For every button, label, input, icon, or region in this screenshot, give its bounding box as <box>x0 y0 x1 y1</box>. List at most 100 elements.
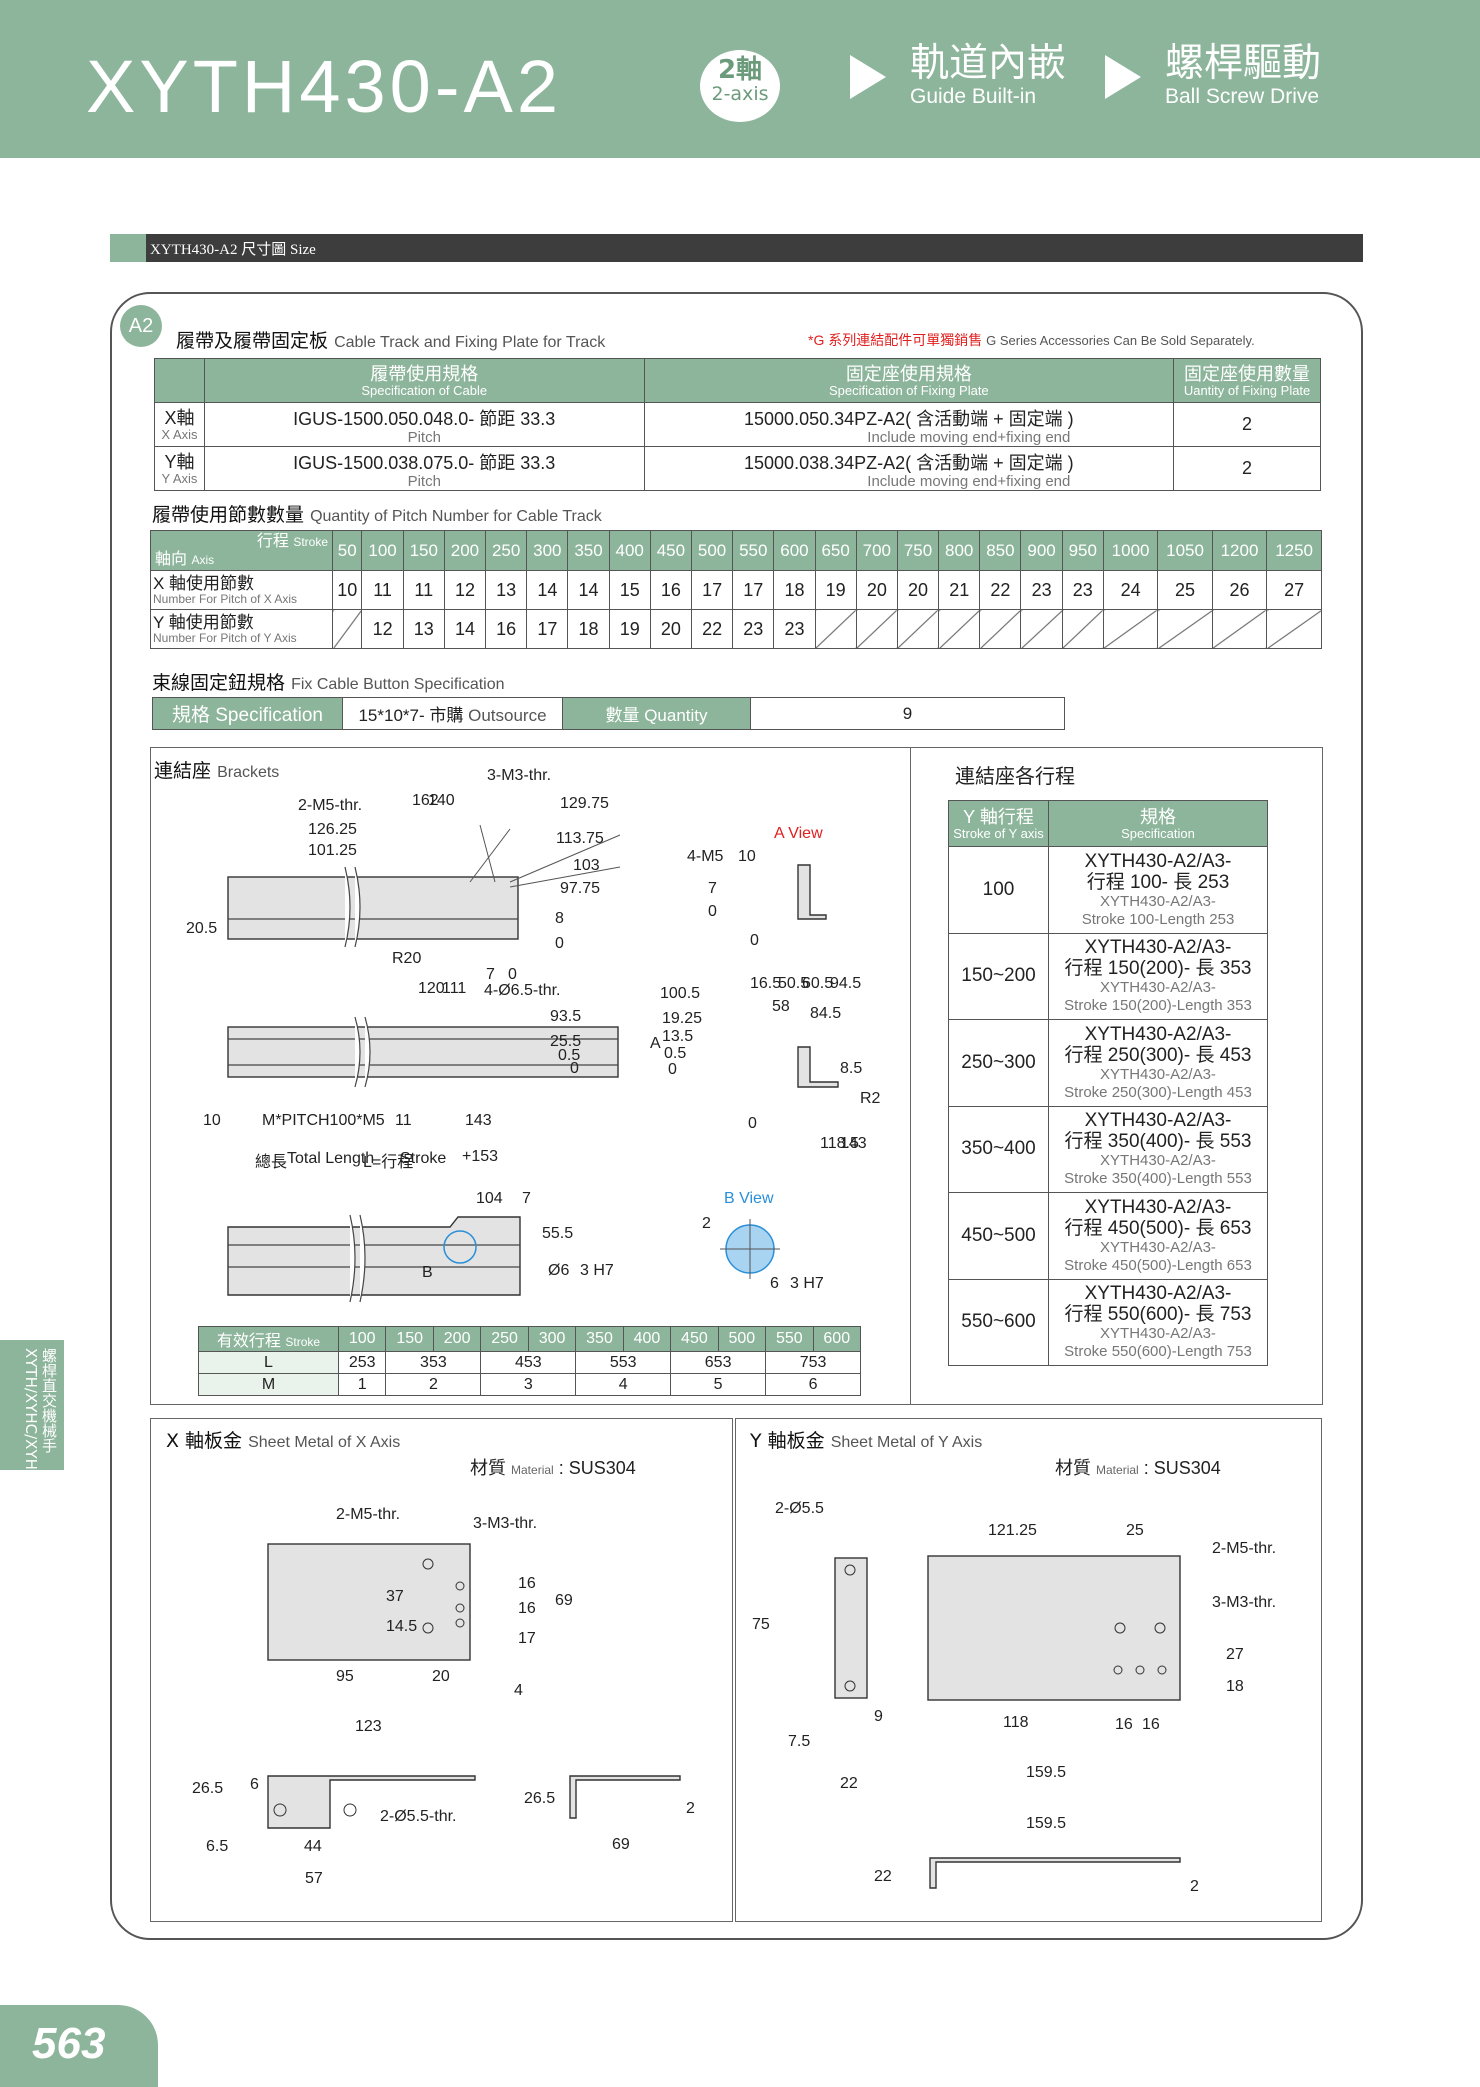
size-bar: XYTH430-A2 尺寸圖 Size <box>110 234 1363 262</box>
dimension-label: 126.25 <box>308 821 357 838</box>
side-tab[interactable]: 螺桿直交機械手 XYTH/XYHC/XYHB <box>0 1340 64 1480</box>
dimension-label: 3-M3-thr. <box>487 767 552 784</box>
dimension-label: 10 <box>738 848 756 865</box>
dimension-label: 13.5 <box>662 1028 694 1045</box>
y-metal-plate <box>927 1555 1181 1701</box>
dimension-label: 2 <box>686 1800 695 1817</box>
dimension-label: 26.5 <box>192 1780 224 1797</box>
dimension-label: 57 <box>305 1870 323 1887</box>
dimension-label: 2-M5-thr. <box>298 797 363 814</box>
a-view-label: A View <box>774 825 823 842</box>
dimension-label: 121.25 <box>988 1522 1037 1539</box>
dimension-label: L=行程 <box>363 1154 414 1171</box>
dimension-label: 0 <box>508 966 517 983</box>
dimension-label: 14.5 <box>386 1618 418 1635</box>
dimension-label: 50.5 <box>778 975 810 992</box>
dimension-label: 18 <box>1226 1678 1244 1695</box>
dimension-label: 26.5 <box>524 1790 556 1807</box>
dimension-label: 95 <box>336 1668 354 1685</box>
page-number: 563 <box>0 2005 158 2087</box>
brackets-title: 連結座 Brackets <box>154 760 280 782</box>
dimension-label: 7 <box>486 966 495 983</box>
dimension-label: 2 <box>702 1215 711 1232</box>
dimension-label: 69 <box>612 1836 630 1853</box>
dimension-label: 22 <box>840 1775 858 1792</box>
feature-drive-zh: 螺桿驅動 <box>1165 41 1322 86</box>
sheet-metal-drawing <box>267 1543 1181 1889</box>
dimension-label: 7 <box>522 1190 531 1207</box>
dimension-label: 7.5 <box>788 1733 811 1750</box>
arrow-right-icon <box>850 55 886 99</box>
dimension-label: 8.5 <box>840 1060 863 1077</box>
dimension-label: 84.5 <box>810 1005 842 1022</box>
dimension-label: 6.5 <box>206 1838 229 1855</box>
dimension-label: 0 <box>748 1115 757 1132</box>
dimension-label: 4-M5 <box>687 848 724 865</box>
bracket-end-view <box>227 1216 521 1296</box>
dimension-label: 44 <box>304 1838 322 1855</box>
y-metal-material: 材質 Material : SUS304 <box>1055 1458 1221 1478</box>
dimension-label: 4-Ø6.5-thr. <box>484 982 561 999</box>
dimension-label: 20.5 <box>186 920 218 937</box>
dimension-label: 8 <box>555 910 564 927</box>
bracket-side-view <box>227 876 519 940</box>
dimension-label: 16 <box>1142 1716 1160 1733</box>
dimension-label: 103 <box>573 857 600 874</box>
dimension-label: 100.5 <box>660 985 701 1002</box>
x-metal-plate <box>267 1543 471 1661</box>
dimension-label: 0 <box>750 932 759 949</box>
dimension-label: 104 <box>476 1190 503 1207</box>
feature-drive-en: Ball Screw Drive <box>1165 85 1320 108</box>
dimension-label: 0 <box>708 903 717 920</box>
cable-title: 履帶及履帶固定板 Cable Track and Fixing Plate fo… <box>176 330 606 352</box>
dimension-label: 0.5 <box>558 1047 581 1064</box>
axis-badge-en: 2-axis <box>711 83 769 105</box>
dimension-label: 25 <box>1126 1522 1144 1539</box>
dimension-label: 22 <box>874 1868 892 1885</box>
dimension-label: 93.5 <box>550 1008 582 1025</box>
dimension-label: 2-Ø5.5 <box>775 1500 824 1517</box>
y-metal-bend <box>929 1857 1181 1889</box>
dimension-label: 4 <box>514 1682 523 1699</box>
dimension-label: 55.5 <box>542 1225 574 1242</box>
feature-guide-zh: 軌道內嵌 <box>910 41 1067 86</box>
dimension-label: +153 <box>462 1148 499 1165</box>
dimension-label: 143 <box>840 1135 867 1152</box>
x-metal-side <box>267 1775 476 1829</box>
dimension-label: 20 <box>432 1668 450 1685</box>
dimension-label: 9 <box>874 1708 883 1725</box>
brackets-panel <box>150 747 1323 1405</box>
size-bar-label: XYTH430-A2 尺寸圖 Size <box>150 242 316 258</box>
brackets-drawing <box>227 824 839 1303</box>
dimension-label: 3 H7 <box>580 1262 614 1279</box>
dimension-label: 2 <box>1190 1878 1199 1895</box>
dimension-label: M*PITCH100*M5 <box>262 1112 385 1129</box>
dimension-label: 7 <box>708 880 717 897</box>
x-metal-material: 材質 Material : SUS304 <box>470 1458 636 1478</box>
dimension-label: 120 <box>418 980 445 997</box>
pitch-title: 履帶使用節數數量 Quantity of Pitch Number for Ca… <box>152 504 602 526</box>
dimension-label: R2 <box>860 1090 881 1107</box>
dimension-label: 94.5 <box>830 975 862 992</box>
dimension-label: 118 <box>1003 1714 1029 1731</box>
feature-guide-en: Guide Built-in <box>910 85 1037 108</box>
dimension-label: 101.25 <box>308 842 357 859</box>
y-metal-side <box>834 1557 868 1699</box>
dimension-label: 25.5 <box>550 1033 582 1050</box>
dimension-label: 60.5 <box>802 975 834 992</box>
dimension-label: 16 <box>1115 1716 1133 1733</box>
dimension-label: 75 <box>752 1616 770 1633</box>
x-metal-panel <box>150 1418 733 1922</box>
b-view-label: B View <box>724 1190 774 1207</box>
dimension-label: 97.75 <box>560 880 601 897</box>
bracket-top-view <box>227 1026 619 1078</box>
